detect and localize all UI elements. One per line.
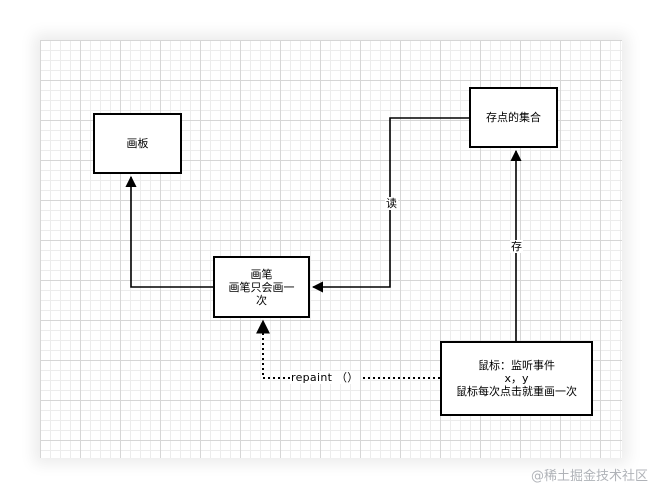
watermark: @稀土掘金技术社区 (530, 469, 648, 484)
edge-repaint (256, 319, 440, 379)
canvas-board-node: 画板 (93, 113, 182, 174)
brush-label-line-2: 画笔只会画一 (228, 280, 295, 294)
brush-node: 画笔 画笔只会画一 次 (213, 256, 310, 318)
point-collection-node: 存点的集合 (469, 87, 558, 148)
point-collection-label: 存点的集合 (486, 111, 541, 124)
mouse-label-line-1: 鼠标：监听事件 (478, 359, 555, 372)
edge-store-label: 存 (510, 240, 523, 253)
mouse-label-line-3: 鼠标每次点击就重画一次 (456, 385, 577, 398)
brush-label-line-1: 画笔 (250, 267, 273, 281)
mouse-node: 鼠标：监听事件 x，y 鼠标每次点击就重画一次 (440, 341, 593, 416)
canvas-board-label: 画板 (126, 137, 149, 150)
mouse-label-line-2: x，y (504, 372, 529, 385)
edge-huabi-to-huaban (125, 175, 213, 288)
brush-label-line-3: 次 (256, 293, 267, 307)
edge-repaint-label: repaint （） (290, 371, 360, 384)
edge-read-label: 读 (385, 197, 398, 210)
